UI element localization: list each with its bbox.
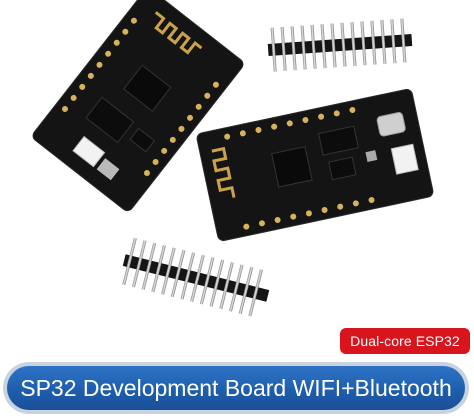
title-banner: SP32 Development Board WIFI+Bluetooth [3,362,469,414]
banner-text: SP32 Development Board WIFI+Bluetooth [7,366,465,410]
esp32-board-front [196,88,434,242]
dual-core-badge: Dual-core ESP32 [340,328,470,354]
pin-header-top [267,18,413,72]
pin-header-bottom [122,237,270,317]
esp32-board-back [32,0,244,212]
